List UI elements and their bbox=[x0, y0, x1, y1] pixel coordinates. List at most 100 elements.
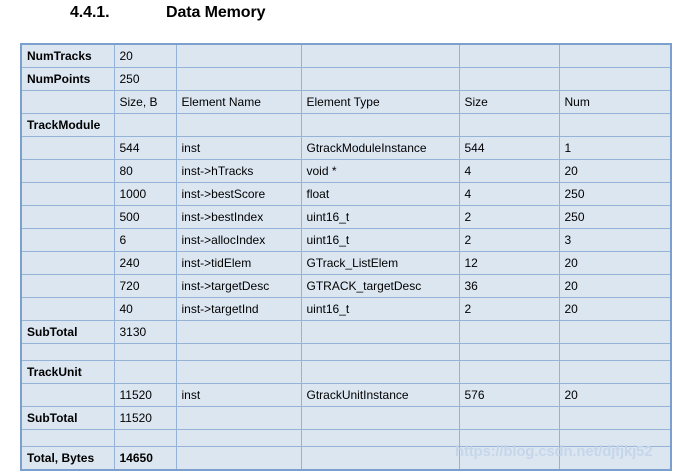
cell-element_name bbox=[175, 343, 302, 361]
cell-element_name bbox=[175, 360, 302, 384]
cell-element_type bbox=[300, 113, 460, 137]
cell-element_name: inst->tidElem bbox=[175, 251, 302, 275]
cell-element_name bbox=[175, 446, 302, 471]
cell-element_type bbox=[300, 446, 460, 471]
cell-size_b: 40 bbox=[113, 297, 177, 321]
row-label-empty bbox=[20, 205, 115, 229]
cell-num bbox=[558, 406, 672, 430]
cell-element_type: GTrack_ListElem bbox=[300, 251, 460, 275]
cell-element_type bbox=[300, 320, 460, 344]
cell-num bbox=[558, 360, 672, 384]
cell-size_b: 11520 bbox=[113, 406, 177, 430]
cell-size bbox=[458, 67, 560, 91]
cell-num bbox=[558, 446, 672, 471]
cell-size: 2 bbox=[458, 297, 560, 321]
row-label-empty bbox=[20, 228, 115, 252]
page-title-text: Data Memory bbox=[166, 4, 266, 21]
cell-element_type bbox=[300, 67, 460, 91]
table-row: TrackModule bbox=[20, 113, 672, 137]
cell-size_b bbox=[113, 113, 177, 137]
row-label-numpoints: NumPoints bbox=[20, 67, 115, 91]
cell-size: 12 bbox=[458, 251, 560, 275]
cell-size_b bbox=[113, 343, 177, 361]
cell-element_type bbox=[300, 360, 460, 384]
row-label-empty bbox=[20, 297, 115, 321]
cell-size_b: 544 bbox=[113, 136, 177, 160]
cell-num bbox=[558, 43, 672, 68]
cell-size_b: 80 bbox=[113, 159, 177, 183]
row-label-empty bbox=[20, 90, 115, 114]
cell-size_b: 500 bbox=[113, 205, 177, 229]
page-title-number: 4.4.1. bbox=[70, 4, 110, 21]
table-row bbox=[20, 343, 672, 361]
cell-size: 2 bbox=[458, 205, 560, 229]
cell-size_b: 240 bbox=[113, 251, 177, 275]
row-label-empty bbox=[20, 383, 115, 407]
cell-size_b bbox=[113, 360, 177, 384]
cell-element_type: uint16_t bbox=[300, 228, 460, 252]
row-label-empty bbox=[20, 429, 115, 447]
cell-element_type bbox=[300, 406, 460, 430]
cell-num: Num bbox=[558, 90, 672, 114]
row-label-empty bbox=[20, 343, 115, 361]
cell-element_name: inst->bestScore bbox=[175, 182, 302, 206]
cell-element_type: float bbox=[300, 182, 460, 206]
cell-size bbox=[458, 446, 560, 471]
row-label-subtotal: SubTotal bbox=[20, 406, 115, 430]
cell-size: 36 bbox=[458, 274, 560, 298]
cell-size_b: 3130 bbox=[113, 320, 177, 344]
row-label-empty bbox=[20, 274, 115, 298]
row-label-numtracks: NumTracks bbox=[20, 43, 115, 68]
cell-size_b: 6 bbox=[113, 228, 177, 252]
cell-element_name bbox=[175, 320, 302, 344]
cell-element_type: uint16_t bbox=[300, 205, 460, 229]
cell-num: 20 bbox=[558, 251, 672, 275]
cell-num: 3 bbox=[558, 228, 672, 252]
table-row: TrackUnit bbox=[20, 360, 672, 384]
cell-element_name: Element Name bbox=[175, 90, 302, 114]
cell-size bbox=[458, 113, 560, 137]
row-label-empty bbox=[20, 182, 115, 206]
cell-num: 20 bbox=[558, 159, 672, 183]
cell-size bbox=[458, 43, 560, 68]
cell-size bbox=[458, 429, 560, 447]
cell-num: 250 bbox=[558, 182, 672, 206]
page-title: 4.4.1. Data Memory bbox=[70, 4, 265, 22]
cell-num: 1 bbox=[558, 136, 672, 160]
cell-element_name: inst bbox=[175, 136, 302, 160]
cell-element_name bbox=[175, 406, 302, 430]
cell-element_name bbox=[175, 43, 302, 68]
cell-size_b: 1000 bbox=[113, 182, 177, 206]
row-label-total-bytes: Total, Bytes bbox=[20, 446, 115, 471]
cell-size_b: 20 bbox=[113, 43, 177, 68]
cell-element_type: Element Type bbox=[300, 90, 460, 114]
cell-num bbox=[558, 343, 672, 361]
cell-element_name: inst->bestIndex bbox=[175, 205, 302, 229]
cell-element_name: inst->targetInd bbox=[175, 297, 302, 321]
cell-num: 20 bbox=[558, 383, 672, 407]
cell-num bbox=[558, 429, 672, 447]
cell-element_name: inst->allocIndex bbox=[175, 228, 302, 252]
cell-element_type: GTRACK_targetDesc bbox=[300, 274, 460, 298]
row-label-empty bbox=[20, 136, 115, 160]
cell-element_type: void * bbox=[300, 159, 460, 183]
cell-num bbox=[558, 113, 672, 137]
row-label-empty bbox=[20, 251, 115, 275]
row-label-subtotal: SubTotal bbox=[20, 320, 115, 344]
cell-num bbox=[558, 67, 672, 91]
cell-element_name bbox=[175, 67, 302, 91]
cell-size bbox=[458, 320, 560, 344]
